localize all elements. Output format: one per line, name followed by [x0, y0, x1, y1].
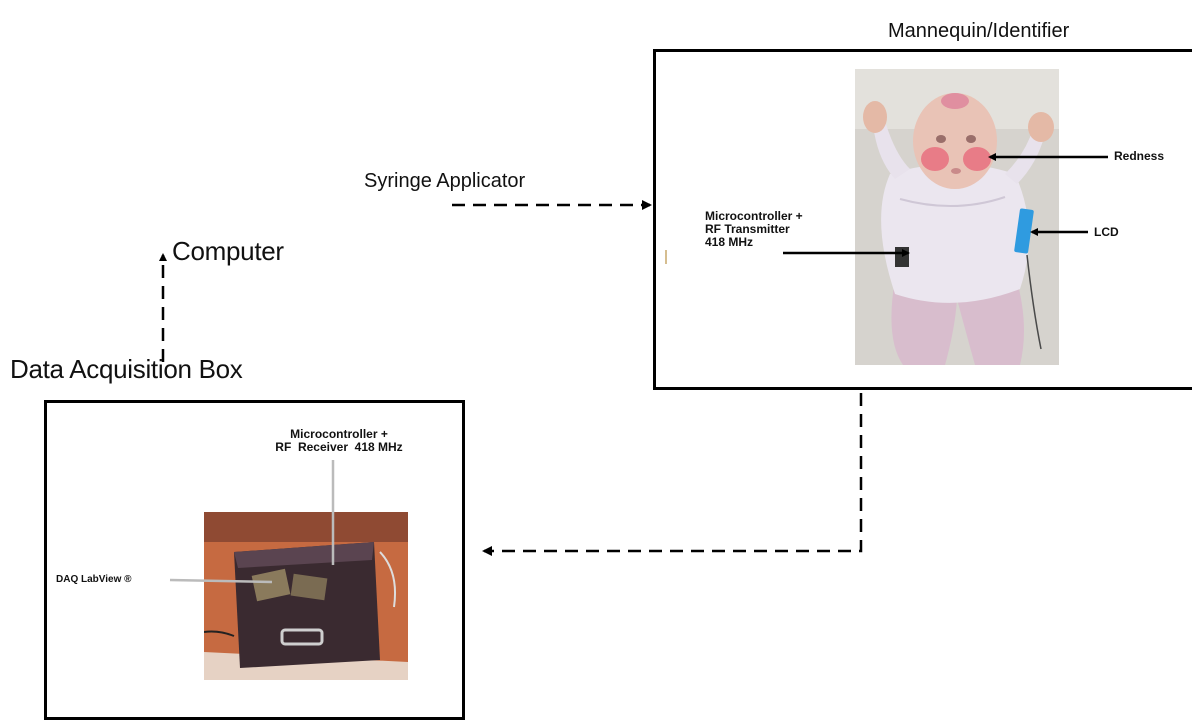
daq-labview-label: DAQ LabView ®: [56, 574, 132, 585]
daq-photo: [204, 512, 408, 680]
receiver-label-line-1: Microcontroller +: [290, 427, 388, 441]
redness-label: Redness: [1114, 149, 1165, 163]
daq-box-title: Data Acquisition Box: [10, 354, 243, 384]
receiver-label: Microcontroller + RF Receiver 418 MHz: [251, 428, 427, 454]
syringe-label: Syringe Applicator: [364, 170, 526, 192]
mannequin-to-daq-connector: [482, 393, 863, 556]
transmitter-label-line-3: 418 MHz: [705, 235, 754, 249]
transmitter-label-line-2: RF Transmitter: [705, 222, 790, 236]
lcd-label: LCD: [1094, 225, 1119, 239]
mannequin-title: Mannequin/Identifier: [888, 20, 1070, 42]
transmitter-label-line-1: Microcontroller +: [705, 209, 803, 223]
daq-labview-pointer: [169, 578, 273, 584]
receiver-label-line-2: RF Receiver 418 MHz: [275, 440, 403, 454]
transmitter-label: Microcontroller + RF Transmitter 418 MHz: [705, 210, 803, 249]
computer-label: Computer: [172, 236, 284, 266]
mannequin-photo: [855, 69, 1059, 365]
